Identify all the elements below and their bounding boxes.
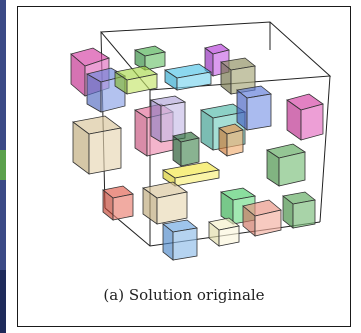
- box-yellow-mid: [161, 161, 221, 187]
- left-edge-strip: [0, 0, 6, 333]
- box-green-right: [266, 143, 306, 187]
- box-magenta-right: [286, 93, 324, 141]
- box-blue-mid: [236, 85, 272, 131]
- box-green-top: [133, 45, 167, 71]
- box-green-bottom-right: [282, 191, 316, 229]
- box-tan-bottom: [142, 181, 188, 225]
- box-cyan-top: [163, 63, 213, 91]
- box-red-bottom: [102, 185, 134, 221]
- box-olive-top: [220, 57, 256, 95]
- left-edge-accent-dark: [0, 270, 6, 333]
- box-cream-bottom: [208, 217, 240, 247]
- box-tan-left: [72, 115, 122, 175]
- box-orange-mid: [218, 123, 244, 157]
- box-blue-bottom: [162, 219, 198, 261]
- packing-figure: [70, 21, 332, 261]
- left-edge-accent: [0, 150, 6, 180]
- box-dark-green-mid: [172, 131, 200, 167]
- figure-caption: (a) Solution originale: [103, 286, 265, 304]
- box-lime-top: [113, 65, 159, 95]
- packed-boxes: [70, 43, 324, 261]
- box-salmon-bottom: [242, 199, 282, 237]
